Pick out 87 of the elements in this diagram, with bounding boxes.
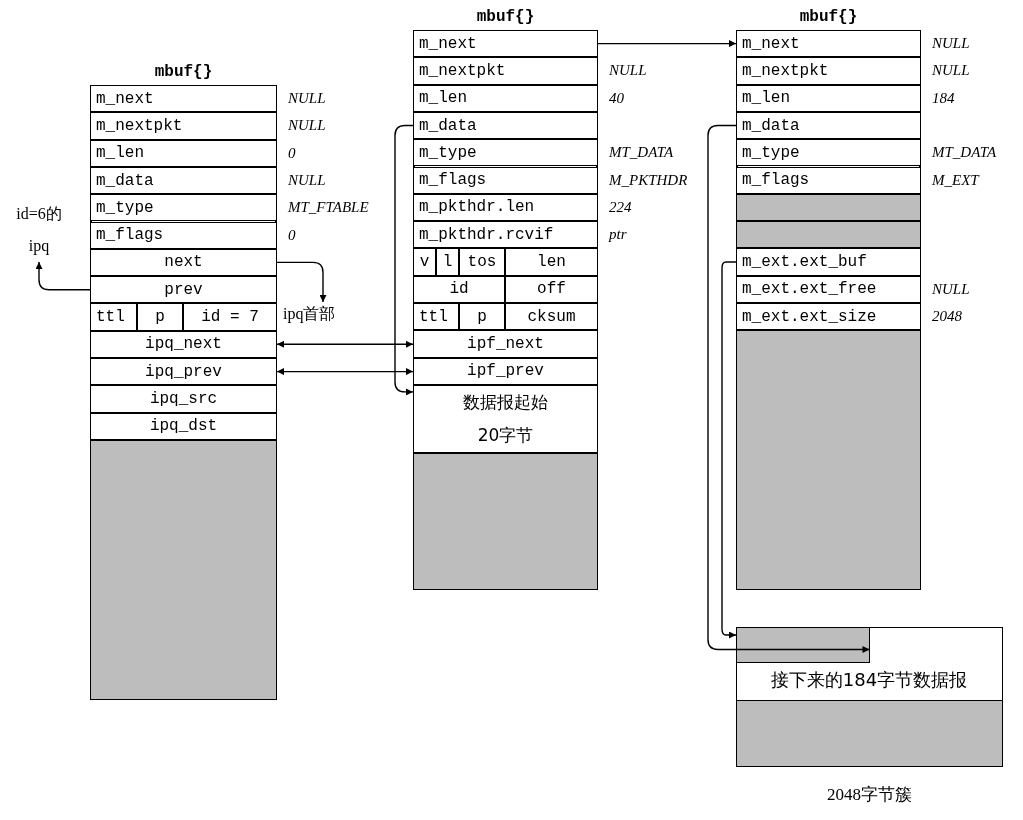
field-value: NULL	[288, 89, 326, 107]
field-cell: ipf_prev	[413, 357, 598, 385]
field-value: NULL	[288, 170, 326, 189]
field-value: MT_FTABLE	[288, 198, 369, 217]
field-cell: m_len	[736, 84, 921, 112]
field-value: 40	[609, 88, 624, 107]
shaded-area	[90, 439, 277, 700]
field-cell: m_ext.ext_free	[736, 275, 921, 303]
field-cell: m_next	[736, 30, 921, 58]
cluster-label: 接下来的184字节数据报	[769, 668, 969, 692]
field-cell: l	[436, 248, 459, 276]
field-cell: ipq_src	[90, 385, 277, 413]
field-cell: ttl	[90, 303, 137, 331]
arrow	[276, 340, 414, 348]
struct-name: mbuf{}	[475, 8, 536, 28]
field-cell: len	[505, 248, 598, 276]
field-cell: m_data	[413, 111, 598, 140]
field-cell: m_nextpkt	[736, 57, 921, 85]
field-cell: m_type	[736, 139, 921, 167]
data-block	[413, 384, 598, 453]
field-cell: m_pkthdr.len	[413, 193, 598, 222]
field-cell: prev	[90, 276, 277, 304]
text-label: ipq首部	[283, 302, 336, 326]
field-cell: m_flags	[90, 221, 277, 249]
field-value: NULL	[288, 116, 326, 135]
field-cell: ipq_prev	[90, 358, 277, 386]
field-value: MT_DATA	[932, 143, 997, 162]
field-cell: m_next	[413, 30, 598, 58]
field-cell: v	[413, 248, 436, 276]
arrow	[35, 261, 91, 291]
field-value: M_PKTHDR	[609, 170, 688, 189]
field-value: 184	[932, 88, 955, 107]
field-cell: m_type	[413, 139, 598, 167]
field-value: NULL	[932, 61, 970, 80]
shaded-area	[735, 626, 870, 663]
shaded-area	[736, 330, 921, 590]
field-value: 2048	[932, 307, 962, 325]
field-cell: m_nextpkt	[413, 57, 598, 85]
field-cell: tos	[459, 248, 505, 276]
field-cell: m_ext.ext_buf	[736, 248, 921, 276]
field-cell: m_ext.ext_size	[736, 303, 921, 331]
field-cell: m_len	[90, 139, 277, 167]
field-cell: ipf_next	[413, 330, 598, 358]
field-cell: id = 7	[183, 303, 277, 331]
field-value: ptr	[609, 225, 627, 244]
field-cell: id	[413, 275, 505, 303]
block-label: 数据报起始	[463, 390, 548, 414]
field-value: NULL	[932, 279, 970, 298]
field-value: NULL	[609, 61, 647, 80]
arrow	[597, 40, 737, 48]
field-value: NULL	[932, 34, 970, 52]
struct-name: mbuf{}	[798, 8, 859, 28]
field-cell: cksum	[505, 303, 598, 331]
cluster-box	[736, 627, 1003, 767]
field-cell: m_next	[90, 85, 277, 113]
field-cell: p	[459, 303, 505, 331]
shaded-area	[735, 699, 1003, 767]
arrow	[394, 124, 414, 396]
field-value: 0	[288, 143, 296, 162]
size-label: 2048字节簇	[826, 784, 913, 806]
field-value: 0	[288, 225, 296, 244]
field-cell: m_pkthdr.rcvif	[413, 221, 598, 249]
arrow	[707, 124, 871, 653]
struct-name: mbuf{}	[153, 63, 214, 83]
field-cell: ipq_dst	[90, 412, 277, 440]
field-cell: m_nextpkt	[90, 112, 277, 140]
field-cell: ipq_next	[90, 330, 277, 358]
field-value: M_EXT	[932, 170, 979, 189]
field-cell: m_flags	[736, 166, 921, 194]
field-value: 224	[609, 197, 632, 216]
field-cell: m_data	[90, 166, 277, 195]
shaded-area	[736, 221, 921, 249]
field-cell: m_len	[413, 84, 598, 112]
field-cell: next	[90, 248, 277, 277]
field-cell: m_type	[90, 194, 277, 222]
shaded-area	[736, 193, 921, 222]
field-cell: ttl	[413, 303, 459, 331]
field-cell: p	[137, 303, 183, 331]
field-cell: off	[505, 275, 598, 303]
field-value: MT_DATA	[609, 143, 674, 162]
text-label: id=6的ipq	[8, 198, 70, 262]
block-label: 20字节	[477, 423, 534, 447]
field-cell: m_flags	[413, 166, 598, 194]
field-cell: m_data	[736, 111, 921, 140]
shaded-area	[413, 452, 598, 590]
arrow	[276, 261, 327, 303]
arrow	[276, 368, 414, 376]
